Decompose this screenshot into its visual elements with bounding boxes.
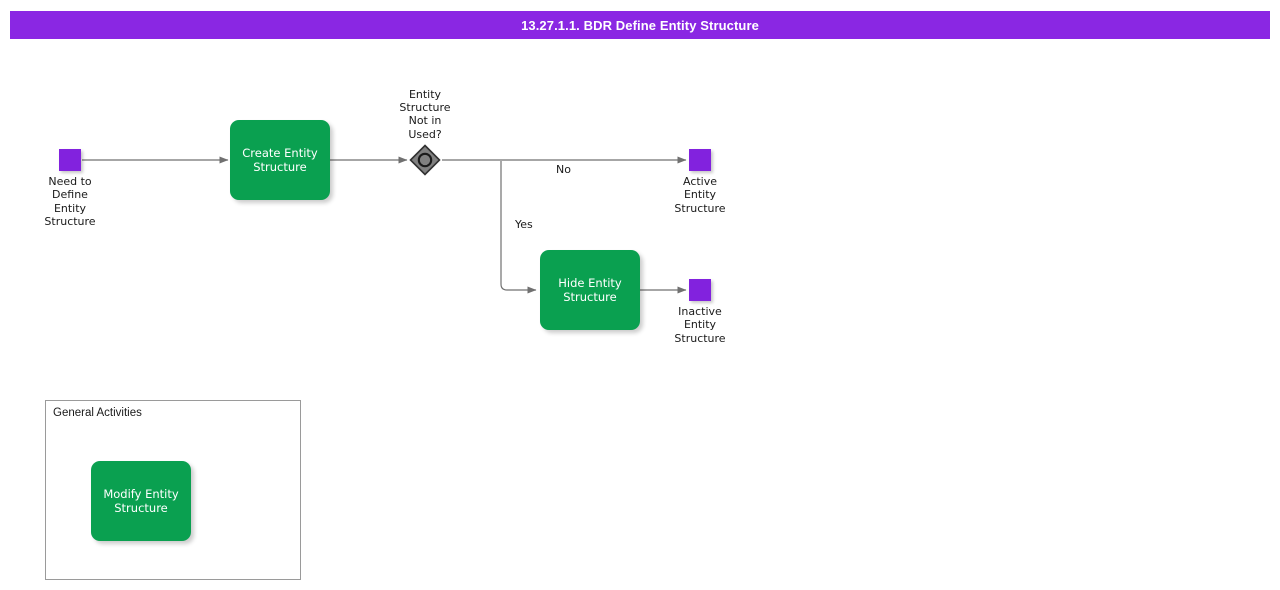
task-modify-entity-structure-label: Modify Entity Structure	[103, 487, 179, 515]
task-hide-entity-structure-label: Hide Entity Structure	[558, 276, 622, 304]
task-create-entity-structure-label: Create Entity Structure	[242, 146, 318, 174]
gateway-label: Entity Structure Not in Used?	[399, 87, 451, 141]
flow-label-no: No	[556, 163, 571, 176]
end-event-active-icon	[689, 149, 711, 171]
end-event-active-label: Active Entity Structure	[674, 175, 726, 215]
end-event-inactive-entity-structure[interactable]: Inactive Entity Structure	[674, 279, 726, 345]
end-event-active-entity-structure[interactable]: Active Entity Structure	[674, 149, 726, 215]
end-event-inactive-icon	[689, 279, 711, 301]
task-hide-entity-structure[interactable]: Hide Entity Structure	[540, 250, 640, 330]
start-event-label: Need to Define Entity Structure	[44, 175, 96, 228]
page-title: 13.27.1.1. BDR Define Entity Structure	[521, 17, 759, 33]
flow-label-yes: Yes	[515, 218, 533, 231]
gateway-entity-structure-not-in-used[interactable]: Entity Structure Not in Used?	[399, 88, 451, 177]
end-event-inactive-label: Inactive Entity Structure	[674, 305, 726, 345]
group-general-activities: General Activities Modify Entity Structu…	[45, 400, 301, 580]
task-modify-entity-structure[interactable]: Modify Entity Structure	[91, 461, 191, 541]
start-event-need-to-define-entity-structure[interactable]: Need to Define Entity Structure	[44, 149, 96, 228]
start-event-icon	[59, 149, 81, 171]
group-general-activities-title: General Activities	[53, 407, 142, 419]
gateway-diamond-icon	[409, 144, 441, 176]
task-create-entity-structure[interactable]: Create Entity Structure	[230, 120, 330, 200]
page-title-bar: 13.27.1.1. BDR Define Entity Structure	[10, 11, 1270, 39]
